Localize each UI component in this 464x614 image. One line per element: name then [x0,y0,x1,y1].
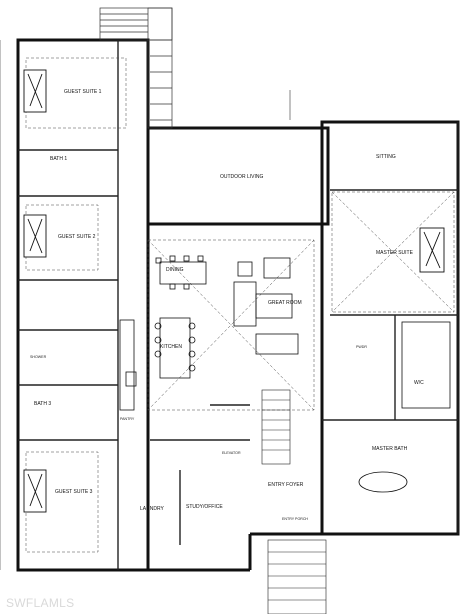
label-master-bath: MASTER BATH [372,446,408,452]
dimension-line [0,40,459,570]
label-guest-suite-3: GUEST SUITE 3 [55,489,93,495]
watermark: SWFLAMLS [6,596,75,610]
room-labels: GUEST SUITE 1 BATH 1 GUEST SUITE 2 BATH … [30,89,424,521]
label-sitting: SITTING [376,154,396,160]
label-entry-foyer: ENTRY FOYER [268,482,304,488]
label-guest-suite-2: GUEST SUITE 2 [58,234,96,240]
dashed-ceiling-lines [25,57,455,553]
label-bath-1: BATH 1 [50,156,67,162]
label-elevator: ELEVATOR [222,451,241,455]
label-pwdr: PWDR [356,345,367,349]
label-shower: SHOWER [30,355,47,359]
label-guest-suite-1: GUEST SUITE 1 [64,89,102,95]
furniture [119,255,451,493]
stairs-center [261,389,327,614]
label-bath-3: BATH 3 [34,401,51,407]
label-kitchen: KITCHEN [160,344,182,350]
beds [23,69,445,513]
interior-walls [18,40,458,570]
label-master-suite: MASTER SUITE [376,250,414,256]
label-outdoor-living: OUTDOOR LIVING [220,174,263,180]
label-laundry: LAUNDRY [140,506,164,512]
label-entry-porch: ENTRY PORCH [282,517,308,521]
label-study-office: STUDY/OFFICE [186,504,223,510]
stair-top [99,7,173,129]
label-dining: DINING [166,267,184,273]
label-pantry: PANTRY [120,417,135,421]
label-wic: W/C [414,380,424,386]
label-great-room: GREAT ROOM [268,300,302,306]
